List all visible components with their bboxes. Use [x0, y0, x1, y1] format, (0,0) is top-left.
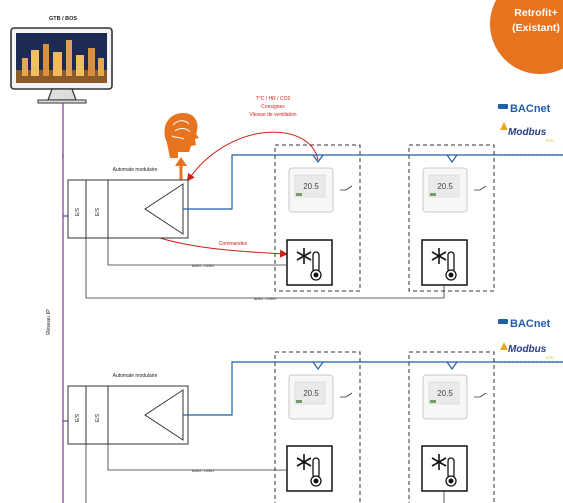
snowflake-thermometer-icon [286, 445, 333, 492]
snowflake-thermometer-icon [421, 239, 468, 286]
annotation-line-2: Consignes [261, 104, 285, 110]
badge-title: Retrofit+ [514, 7, 557, 19]
retrofit-badge: Retrofit+ (Existant) [490, 0, 563, 74]
gtb-label: GTB / BOS [49, 16, 77, 22]
signal-line-1 [107, 444, 286, 471]
commands-arrow [159, 237, 288, 258]
bacnet-text: BACnet [510, 103, 551, 115]
signal-line-1 [107, 238, 286, 266]
bus-line-2 [183, 361, 563, 416]
modbus-sub: RTU [546, 355, 554, 360]
thermostat-display: 20.5 [303, 182, 319, 191]
signal-label-2: AI/AO - DI/DO [254, 297, 276, 301]
annotation-line-3: Vitesse de ventilation [249, 112, 296, 118]
signal-label-1: AI/AO - DI/DO [192, 264, 214, 268]
signal-line-2 [85, 238, 445, 299]
modbus-sub: RTU [546, 138, 554, 143]
automate-2: Automate modulaire E/S E/S [67, 373, 189, 445]
io-label-2: E/S [95, 413, 101, 422]
signal-label-1: AI/AO - DI/DO [192, 469, 214, 473]
modbus-logo: Modbus RTU [500, 122, 554, 143]
bus-line-1 [183, 154, 563, 210]
thermostat-icon: 20.5 [288, 167, 353, 213]
snowflake-thermometer-icon [421, 445, 468, 492]
commands-label: Commandes [219, 241, 248, 247]
zone-box [274, 351, 361, 503]
annotation-line-1: T°C / HR / CO2 [256, 96, 291, 102]
thermostat-icon: 20.5 [422, 374, 487, 420]
io-label-1: E/S [75, 207, 81, 216]
data-flow-arrow [186, 131, 319, 182]
thermostat-display: 20.5 [303, 389, 319, 398]
badge-subtitle: (Existant) [512, 22, 560, 34]
io-label-2: E/S [95, 207, 101, 216]
automate-1: Automate modulaire E/S E/S [67, 167, 189, 239]
automate-label: Automate modulaire [113, 167, 158, 173]
head-brain-icon [164, 113, 199, 158]
thermostat-icon: 20.5 [422, 167, 487, 213]
modbus-logo: Modbus RTU [500, 342, 554, 360]
bacnet-logo: BACnet [498, 103, 551, 115]
bacnet-logo: BACnet [498, 318, 551, 330]
monitor-icon [10, 27, 113, 104]
network-label: Réseau IP [46, 309, 52, 335]
thermostat-icon: 20.5 [288, 374, 353, 420]
snowflake-thermometer-icon [286, 239, 333, 286]
thermostat-display: 20.5 [437, 182, 453, 191]
io-label-1: E/S [75, 413, 81, 422]
modbus-text: Modbus [508, 344, 547, 355]
zone-box [408, 144, 495, 292]
zone-box [274, 144, 361, 292]
modbus-text: Modbus [508, 127, 547, 138]
bacnet-text: BACnet [510, 318, 551, 330]
thermostat-display: 20.5 [437, 389, 453, 398]
zone-box [408, 351, 495, 503]
automate-label: Automate modulaire [113, 373, 158, 379]
